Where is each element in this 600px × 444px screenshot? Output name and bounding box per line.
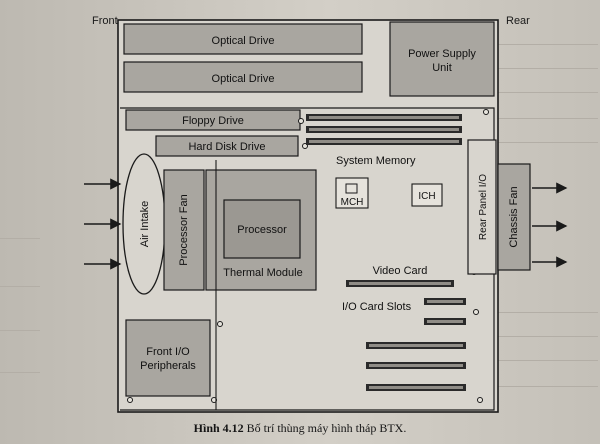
rear-panel-io: Rear Panel I/O [467,139,497,275]
figure-caption: Hình 4.12 Bố trí thùng máy hình tháp BTX… [0,421,600,436]
floppy-drive: Floppy Drive [125,109,301,131]
io-card-slots [366,298,466,391]
video-card-slot [346,280,454,287]
chassis-fan: Chassis Fan [497,163,531,271]
processor-fan-label: Processor Fan [178,194,190,266]
front-io-label-line2: Peripherals [140,360,196,372]
ich-chip: ICH [411,183,443,207]
hard-disk-drive: Hard Disk Drive [155,135,299,157]
optical-drive-1: Optical Drive [123,23,363,55]
processor: Processor [223,199,301,259]
video-card-label: Video Card [373,265,428,277]
optical-drive-2-label: Optical Drive [212,73,275,85]
front-io-label-line1: Front I/O [146,346,190,358]
thermal-module-label: Thermal Module [223,267,302,279]
processor-label: Processor [237,224,287,236]
air-intake: Air Intake [122,153,166,295]
processor-fan: Processor Fan [163,169,205,291]
figure-number: Hình 4.12 [193,421,244,435]
io-card-slots-label: I/O Card Slots [342,301,412,313]
air-intake-label: Air Intake [139,201,151,247]
hard-disk-drive-label: Hard Disk Drive [188,141,265,153]
rear-panel-io-label: Rear Panel I/O [478,174,489,240]
mch-chip: MCH [335,177,369,209]
power-supply-label-line1: Power Supply [408,48,476,60]
power-supply-unit: Power Supply Unit [389,21,495,97]
ich-label: ICH [418,191,435,202]
chassis-fan-label: Chassis Fan [508,186,520,247]
rear-label: Rear [506,15,530,27]
system-memory-label: System Memory [336,155,416,167]
intake-arrows [84,178,122,270]
figure-caption-text: Bố trí thùng máy hình tháp BTX. [246,421,407,435]
system-memory-slots [306,114,462,145]
exhaust-arrows [532,182,568,268]
mch-label: MCH [341,197,364,208]
power-supply-label-line2: Unit [432,62,452,74]
front-io-peripherals: Front I/O Peripherals [125,319,211,397]
optical-drive-1-label: Optical Drive [212,35,275,47]
floppy-drive-label: Floppy Drive [182,115,244,127]
optical-drive-2: Optical Drive [123,61,363,93]
front-label: Front [92,15,118,27]
